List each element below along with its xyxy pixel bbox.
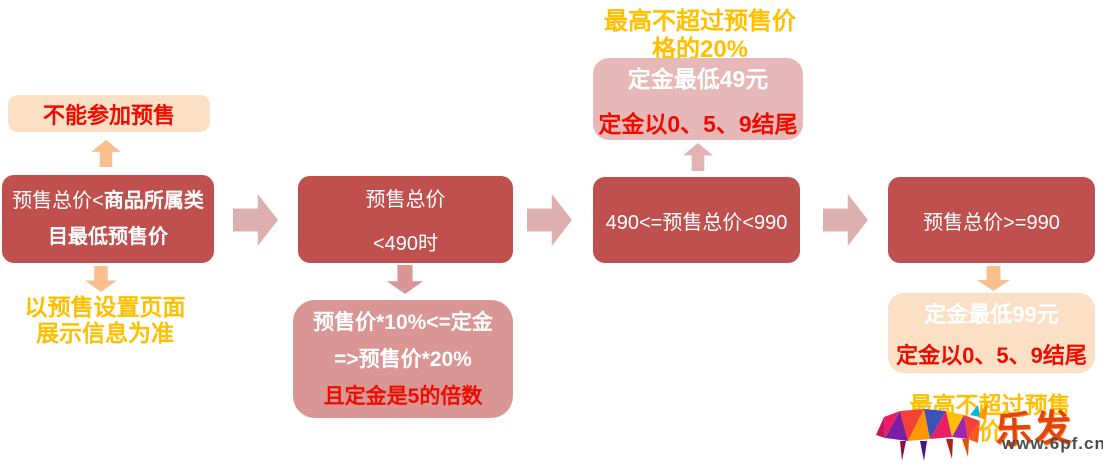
no-presale-label: 不能参加预售: [42, 102, 175, 128]
arrow-right-1: [233, 194, 278, 246]
no-presale-box: 不能参加预售: [8, 95, 210, 132]
condition-lt490-box: 预售总价 <490时: [298, 176, 513, 263]
arrow-down-to-page-note: [85, 266, 117, 292]
logo-url: www.6pf.cn: [1002, 434, 1103, 453]
arrow-right-3: [823, 194, 868, 246]
deposit-rule-box: 预售价*10%<=定金 =>预售价*20% 且定金是5的倍数: [293, 300, 513, 418]
arrow-down-to-deposit-99: [977, 266, 1010, 291]
arrow-up-to-no-presale: [91, 140, 121, 167]
bull-logo-icon: [876, 401, 988, 461]
condition-below-category-box: 预售总价<商品所属类 目最低预售价: [2, 175, 214, 263]
page-note-text: 以预售设置页面 展示信息为准: [24, 294, 186, 346]
condition-below-category-line1: 预售总价<商品所属类: [12, 190, 204, 212]
arrow-right-2: [527, 194, 572, 246]
logo-wordmark: 乐发网: [994, 407, 1074, 465]
arrow-up-to-deposit-49: [683, 143, 713, 171]
condition-gte990-box: 预售总价>=990: [888, 177, 1095, 263]
condition-below-category-line2: 目最低预售价: [48, 226, 168, 248]
deposit-49-box: 定金最低49元 定金以0、5、9结尾: [593, 58, 803, 140]
max20-note-text: 最高不超过预售价 格的20%: [604, 8, 796, 63]
deposit-99-box: 定金最低99元 定金以0、5、9结尾: [888, 293, 1095, 373]
arrow-down-to-deposit-rule: [387, 265, 423, 294]
condition-range-box: 490<=预售总价<990: [593, 177, 800, 263]
